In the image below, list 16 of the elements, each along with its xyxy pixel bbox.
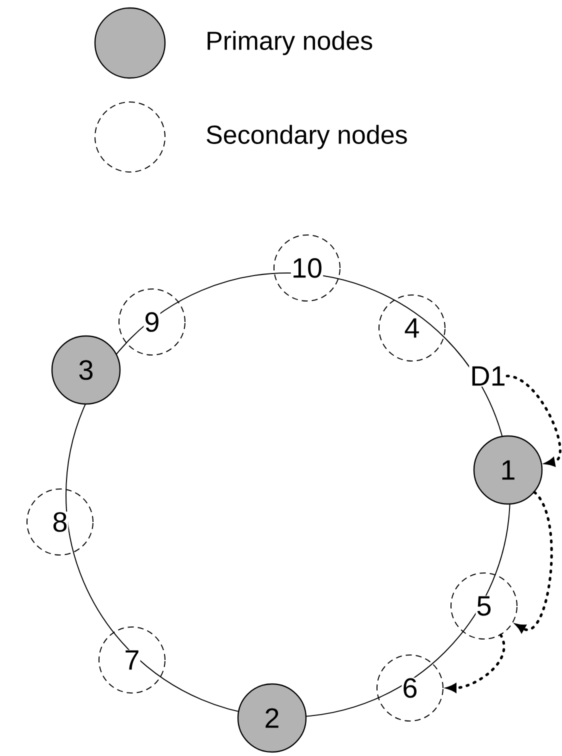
dotted-arrow [446,634,506,692]
primary-node: 3 [51,335,121,405]
secondary-node: 10 [274,234,340,302]
secondary-node: 4 [378,294,446,362]
legend-label: Secondary nodes [206,124,407,150]
secondary-node: 5 [450,572,518,640]
dotted-arrow [506,374,562,466]
legend-label: Primary nodes [208,30,372,56]
secondary-node: 9 [118,288,186,356]
secondary-node: 7 [98,626,166,694]
secondary-node: 6 [376,654,444,722]
secondary-node: 8 [26,488,94,556]
primary-node: 1 [473,435,543,505]
dotted-arrow [516,490,553,633]
node-label: D1 [469,365,507,387]
primary-node: 2 [237,683,307,753]
